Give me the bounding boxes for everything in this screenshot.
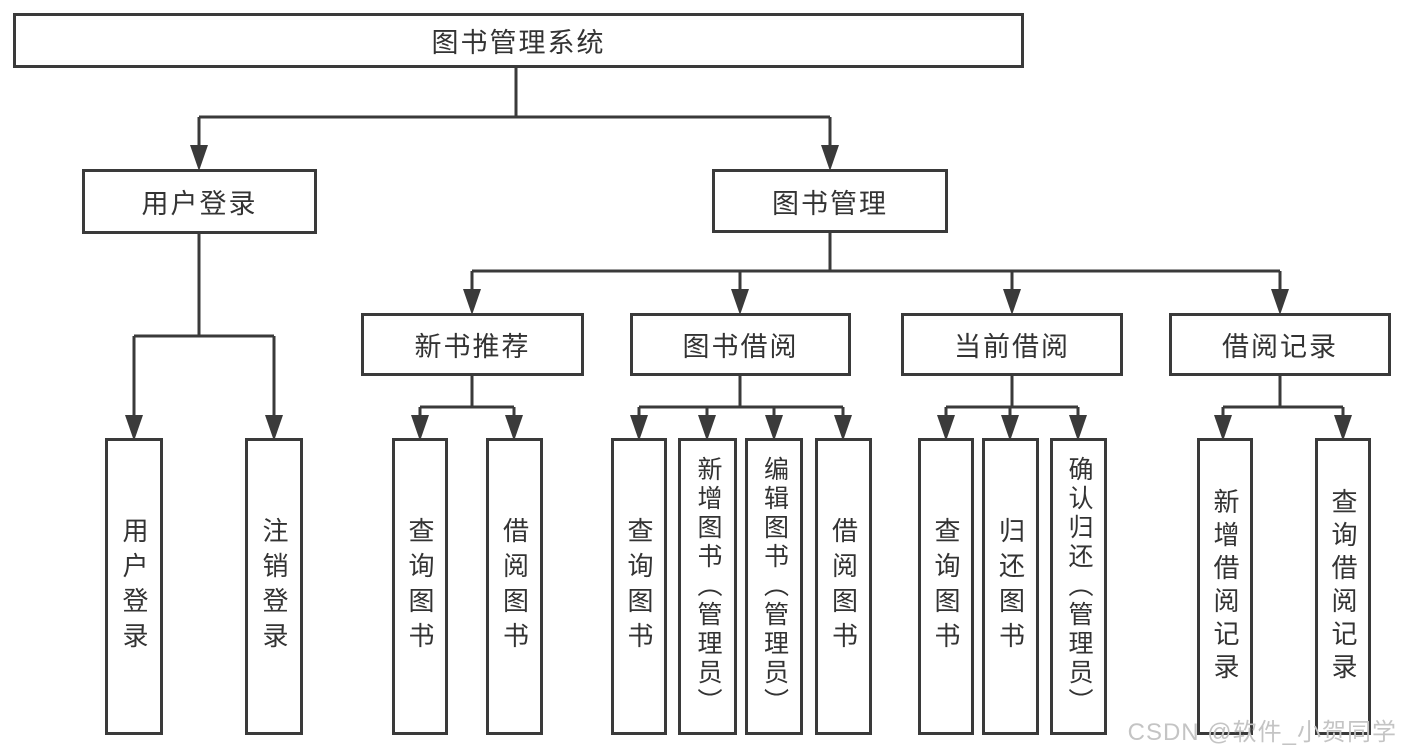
leaf-edit-books-admin: 编辑图书（管理员） xyxy=(745,438,803,735)
leaf-current-query-books-label: 查询图书 xyxy=(931,516,961,657)
node-root: 图书管理系统 xyxy=(13,13,1024,68)
leaf-add-books-admin: 新增图书（管理员） xyxy=(678,438,737,735)
leaf-recommend-borrow-books-label: 借阅图书 xyxy=(499,516,530,657)
node-new-book-recommend: 新书推荐 xyxy=(361,313,584,376)
node-book-borrow: 图书借阅 xyxy=(630,313,851,376)
leaf-query-borrow-record-label: 查询借阅记录 xyxy=(1328,487,1358,686)
leaf-logout-label: 注销登录 xyxy=(259,516,289,657)
leaf-user-login: 用户登录 xyxy=(105,438,163,735)
node-user-login: 用户登录 xyxy=(82,169,317,234)
node-current-borrow: 当前借阅 xyxy=(901,313,1123,376)
watermark: CSDN @软件_小贺同学 xyxy=(1127,719,1397,746)
node-book-borrow-label: 图书借阅 xyxy=(682,332,799,362)
node-user-login-label: 用户登录 xyxy=(141,189,258,219)
leaf-edit-books-admin-label: 编辑图书（管理员） xyxy=(760,456,789,717)
leaf-recommend-query-books: 查询图书 xyxy=(392,438,448,735)
leaf-query-borrow-record: 查询借阅记录 xyxy=(1315,438,1371,735)
leaf-return-books: 归还图书 xyxy=(982,438,1039,735)
leaf-logout: 注销登录 xyxy=(245,438,303,735)
leaf-recommend-query-books-label: 查询图书 xyxy=(405,516,435,657)
leaf-confirm-return-admin: 确认归还（管理员） xyxy=(1050,438,1107,735)
leaf-current-query-books: 查询图书 xyxy=(918,438,974,735)
leaf-return-books-label: 归还图书 xyxy=(995,516,1026,657)
leaf-borrow-books-label: 借阅图书 xyxy=(828,516,859,657)
leaf-add-borrow-record-label: 新增借阅记录 xyxy=(1210,487,1240,686)
node-current-borrow-label: 当前借阅 xyxy=(954,332,1070,362)
leaf-borrow-query-books-label: 查询图书 xyxy=(624,516,654,657)
leaf-borrow-query-books: 查询图书 xyxy=(611,438,667,735)
node-new-book-recommend-label: 新书推荐 xyxy=(414,332,531,362)
leaf-user-login-label: 用户登录 xyxy=(119,516,149,657)
node-root-label: 图书管理系统 xyxy=(431,28,606,58)
leaf-borrow-books: 借阅图书 xyxy=(815,438,872,735)
node-book-management: 图书管理 xyxy=(712,169,948,233)
node-book-management-label: 图书管理 xyxy=(772,188,888,219)
leaf-recommend-borrow-books: 借阅图书 xyxy=(486,438,543,735)
arrowheads xyxy=(125,145,1352,441)
node-borrow-records-label: 借阅记录 xyxy=(1222,332,1338,362)
leaf-add-borrow-record: 新增借阅记录 xyxy=(1197,438,1253,735)
node-borrow-records: 借阅记录 xyxy=(1169,313,1391,376)
leaf-confirm-return-admin-label: 确认归还（管理员） xyxy=(1065,456,1093,717)
leaf-add-books-admin-label: 新增图书（管理员） xyxy=(694,456,722,717)
